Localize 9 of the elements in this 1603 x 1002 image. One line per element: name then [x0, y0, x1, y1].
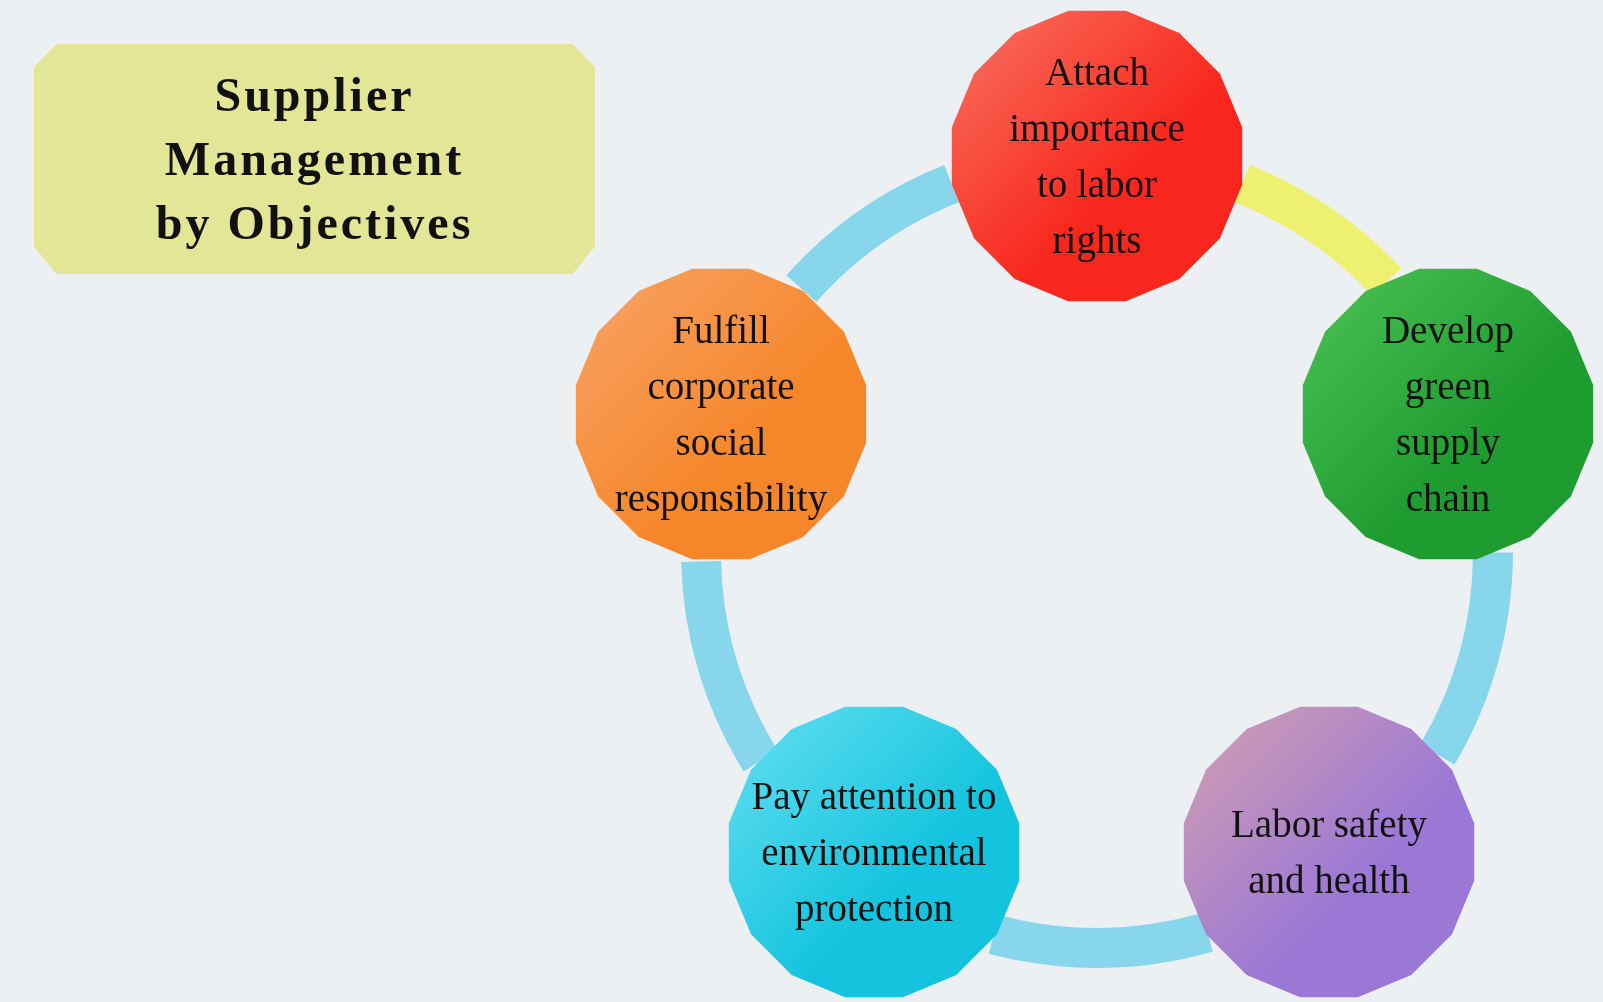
title-text: Supplier Management by Objectives	[154, 67, 475, 251]
ring-connector	[787, 165, 960, 303]
node-label: Labor safety and health	[1230, 801, 1428, 903]
title-box	[34, 44, 595, 274]
node-label: Pay attention to environmental protection	[750, 773, 998, 932]
node-label: Fulfill corporate social responsibility	[613, 307, 829, 522]
ring-connector	[989, 912, 1212, 968]
node-label: Attach importance to labor rights	[1008, 49, 1186, 264]
node-label: Develop green supply chain	[1380, 307, 1516, 521]
